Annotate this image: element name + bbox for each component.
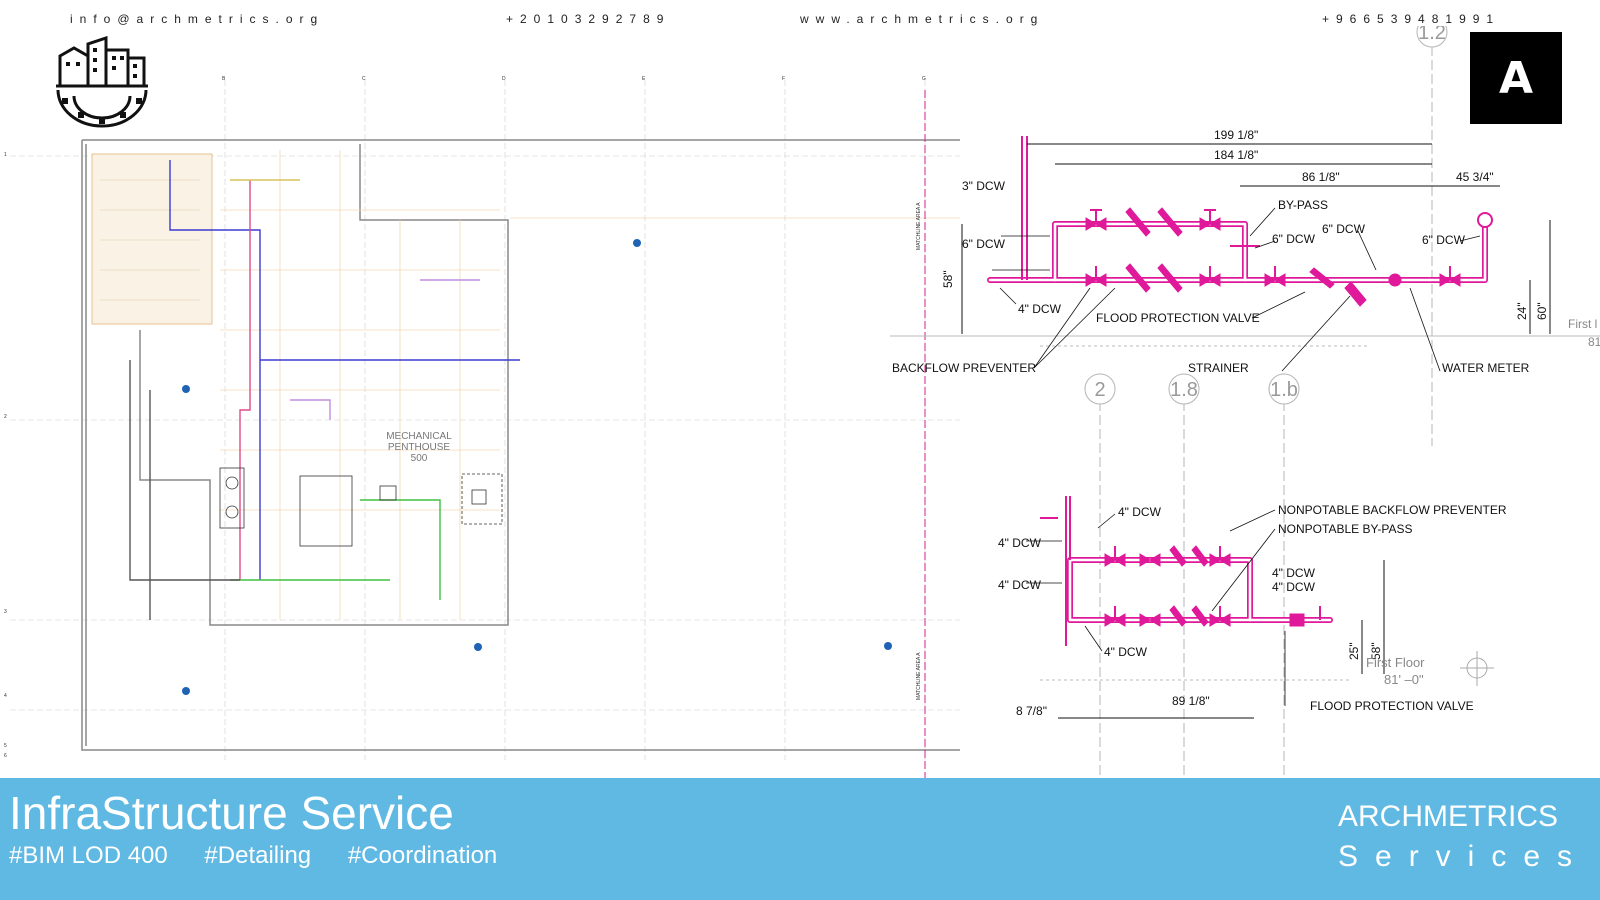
dim-24: 24"	[1515, 302, 1529, 320]
label-flood-protection-lower: FLOOD PROTECTION VALVE	[1310, 699, 1474, 713]
label-6in-dcw-right: 6" DCW	[1422, 233, 1466, 247]
grid-col-g: G	[922, 76, 926, 82]
label-6in-dcw-mid2: 6" DCW	[1322, 222, 1366, 236]
grid-bubble-1-2: 1.2	[1418, 26, 1446, 44]
dim-86: 86 1/8"	[1302, 170, 1340, 184]
label-flood-protection-upper: FLOOD PROTECTION VALVE	[1096, 311, 1260, 325]
grid-bubble-1-8: 1.8	[1170, 379, 1198, 401]
contact-phone-egypt[interactable]: +20103292789	[506, 12, 671, 26]
label-4in-dcw-lower-right2: 4" DCW	[1272, 580, 1316, 594]
label-first-floor-upper-val: 81	[1588, 335, 1600, 349]
grid-col-e: E	[642, 76, 646, 82]
label-water-meter: WATER METER	[1442, 361, 1530, 375]
label-first-floor-upper: First l	[1568, 317, 1597, 331]
label-nonpotable-bypass: NONPOTABLE BY-PASS	[1278, 522, 1413, 536]
label-4in-dcw-upper: 4" DCW	[1018, 302, 1062, 316]
dim-199: 199 1/8"	[1214, 128, 1258, 142]
label-strainer: STRAINER	[1188, 361, 1249, 375]
room-label-line2: PENTHOUSE	[388, 442, 451, 453]
dim-58-upper: 58"	[941, 270, 955, 288]
grid-col-b: B	[222, 76, 226, 82]
service-tags: #BIM LOD 400 #Detailing #Coordination	[9, 842, 527, 870]
label-first-floor-lower: First Floor	[1366, 655, 1425, 670]
tag-detailing: #Detailing	[204, 842, 312, 869]
grid-bubble-2: 2	[1094, 379, 1105, 401]
brand-subtitle: Services	[1338, 840, 1590, 873]
label-bypass: BY-PASS	[1278, 198, 1328, 212]
room-label-line3: 500	[411, 453, 428, 464]
brand-name: ARCHMETRICS	[1338, 800, 1559, 833]
dim-45: 45 3/4"	[1456, 170, 1494, 184]
label-4in-dcw-lower-left2: 4" DCW	[998, 578, 1042, 592]
grid-row-6: 6	[4, 753, 7, 759]
label-4in-dcw-lower-left1: 4" DCW	[998, 536, 1042, 550]
dim-8-7-8: 8 7/8"	[1016, 704, 1047, 718]
dim-89: 89 1/8"	[1172, 694, 1210, 708]
dim-60: 60"	[1535, 302, 1549, 320]
tag-bim-lod: #BIM LOD 400	[9, 842, 168, 869]
label-4in-dcw-lower-right1: 4" DCW	[1272, 566, 1316, 580]
footer-banner: InfraStructure Service #BIM LOD 400 #Det…	[0, 778, 1600, 900]
tag-coordination: #Coordination	[347, 842, 498, 869]
grid-bubble-1-b: 1.b	[1270, 379, 1298, 401]
label-4in-dcw-lower-top: 4" DCW	[1118, 505, 1162, 519]
label-6in-dcw-mid: 6" DCW	[1272, 232, 1316, 246]
grid-row-5: 5	[4, 743, 7, 749]
label-6in-dcw-left: 6" DCW	[962, 237, 1006, 251]
contact-bar: info@archmetrics.org +20103292789 www.ar…	[0, 8, 1600, 32]
contact-email[interactable]: info@archmetrics.org	[70, 12, 325, 26]
dim-58-lower: 58"	[1369, 642, 1383, 660]
label-3in-dcw: 3" DCW	[962, 179, 1006, 193]
label-4in-dcw-lower-bottom: 4" DCW	[1104, 645, 1148, 659]
grid-row-1: 1	[4, 152, 7, 158]
matchline-label-lower: MATCHLINE AREA A	[916, 652, 922, 700]
contact-website[interactable]: www.archmetrics.org	[800, 12, 1045, 26]
label-nonpotable-backflow: NONPOTABLE BACKFLOW PREVENTER	[1278, 503, 1507, 517]
grid-row-2: 2	[4, 414, 7, 420]
grid-row-4: 4	[4, 693, 7, 699]
grid-col-c: C	[362, 76, 366, 82]
matchline-label-upper: MATCHLINE AREA A	[916, 202, 922, 250]
label-backflow-preventer: BACKFLOW PREVENTER	[892, 361, 1036, 375]
grid-col-f: F	[782, 76, 785, 82]
brand-logo-letter: A	[1498, 52, 1534, 104]
grid-col-d: D	[502, 76, 506, 82]
grid-row-3: 3	[4, 609, 7, 615]
brand-logo-icon: A	[1470, 32, 1562, 124]
floor-plan-drawing: B C D E F G 1 2 3 4 5 6	[4, 76, 960, 778]
contact-phone-saudi[interactable]: +966539481991	[1322, 12, 1501, 26]
dim-184: 184 1/8"	[1214, 148, 1258, 162]
company-logo-icon	[52, 35, 152, 128]
service-title: InfraStructure Service	[9, 787, 454, 839]
dim-25: 25"	[1347, 642, 1361, 660]
room-label-line1: MECHANICAL	[386, 431, 452, 442]
label-first-floor-lower-val: 81' –0"	[1384, 672, 1424, 687]
riser-detail-drawing: 1.2 2 1.8 1.b	[890, 26, 1600, 778]
